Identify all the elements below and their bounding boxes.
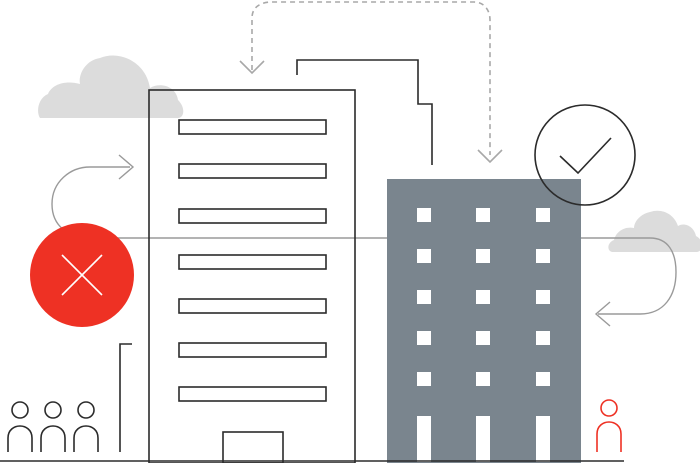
- modern-window: [417, 372, 431, 386]
- arrowhead-left-icon: [594, 301, 611, 327]
- person-icon: [596, 399, 622, 452]
- reject-badge: [30, 223, 134, 327]
- arrowhead-down-icon: [239, 60, 265, 75]
- modern-window: [476, 208, 490, 222]
- window-strip: [178, 298, 327, 314]
- modern-window: [417, 208, 431, 222]
- window-strip: [178, 386, 327, 402]
- modern-window: [536, 290, 550, 304]
- window-strip: [178, 342, 327, 358]
- modern-window: [536, 208, 550, 222]
- modern-tall-window: [476, 416, 490, 462]
- modern-tall-window: [417, 416, 431, 462]
- window-strip: [178, 119, 327, 135]
- modern-window: [417, 331, 431, 345]
- window-strip: [178, 163, 327, 179]
- building-door: [222, 431, 284, 463]
- modern-window: [476, 372, 490, 386]
- old-office-building: [148, 89, 356, 463]
- new-office-building: [387, 179, 581, 463]
- person-icon: [40, 401, 66, 452]
- arrowhead-right-icon: [118, 154, 135, 180]
- modern-building-body: [387, 179, 581, 463]
- approve-circle: [534, 104, 636, 206]
- arrowhead-down-icon: [477, 149, 503, 164]
- people-group-icon: [7, 401, 99, 452]
- modern-window: [417, 290, 431, 304]
- cloud-icon: [608, 210, 700, 252]
- modern-window: [417, 249, 431, 263]
- window-strip: [178, 254, 327, 270]
- curved-return-arrow: [51, 166, 677, 315]
- modern-window: [536, 331, 550, 345]
- modern-window: [536, 372, 550, 386]
- check-mark-icon: [559, 137, 612, 175]
- modern-window: [476, 331, 490, 345]
- dashed-transfer-path: [251, 1, 491, 155]
- stepped-connector: [296, 59, 433, 165]
- cloud-icon: [38, 55, 184, 118]
- modern-tall-window: [536, 416, 550, 462]
- building-outline: [148, 89, 356, 463]
- approve-badge: [534, 104, 636, 206]
- person-icon: [73, 401, 99, 452]
- person-icon: [7, 401, 33, 452]
- modern-window: [476, 249, 490, 263]
- modern-windows: [417, 208, 550, 462]
- x-mark-icon: [61, 254, 103, 296]
- window-strip: [178, 208, 327, 224]
- window-strips: [178, 119, 327, 402]
- modern-window: [476, 290, 490, 304]
- modern-window: [536, 249, 550, 263]
- signpost-line: [119, 343, 132, 452]
